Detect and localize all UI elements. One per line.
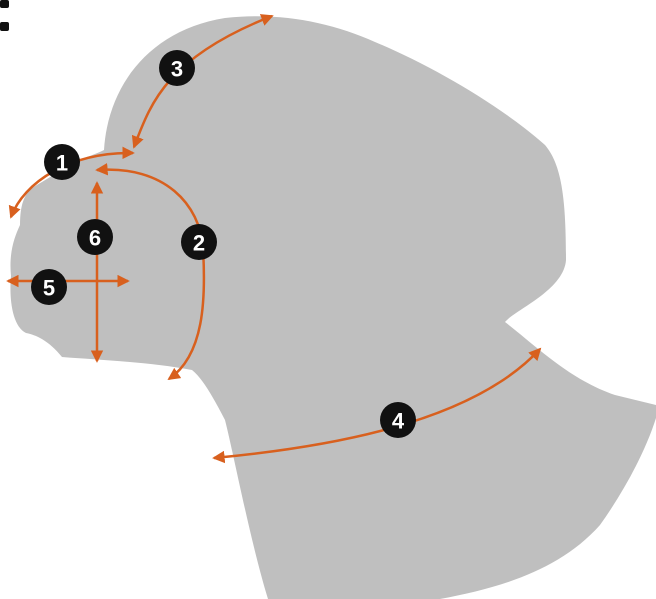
badge-2: 2	[181, 224, 217, 260]
top-left-colon-mark	[0, 0, 9, 31]
badge-5-number: 5	[43, 276, 55, 301]
badge-1-number: 1	[56, 151, 68, 176]
badge-3: 3	[159, 50, 195, 86]
badge-6-number: 6	[89, 226, 101, 251]
badge-2-number: 2	[193, 231, 205, 256]
badge-3-number: 3	[171, 57, 183, 82]
badge-6: 6	[77, 219, 113, 255]
badge-4: 4	[380, 402, 416, 438]
badge-4-number: 4	[392, 409, 405, 434]
badge-1: 1	[44, 144, 80, 180]
dog-head-silhouette	[10, 16, 656, 599]
badge-5: 5	[31, 269, 67, 305]
